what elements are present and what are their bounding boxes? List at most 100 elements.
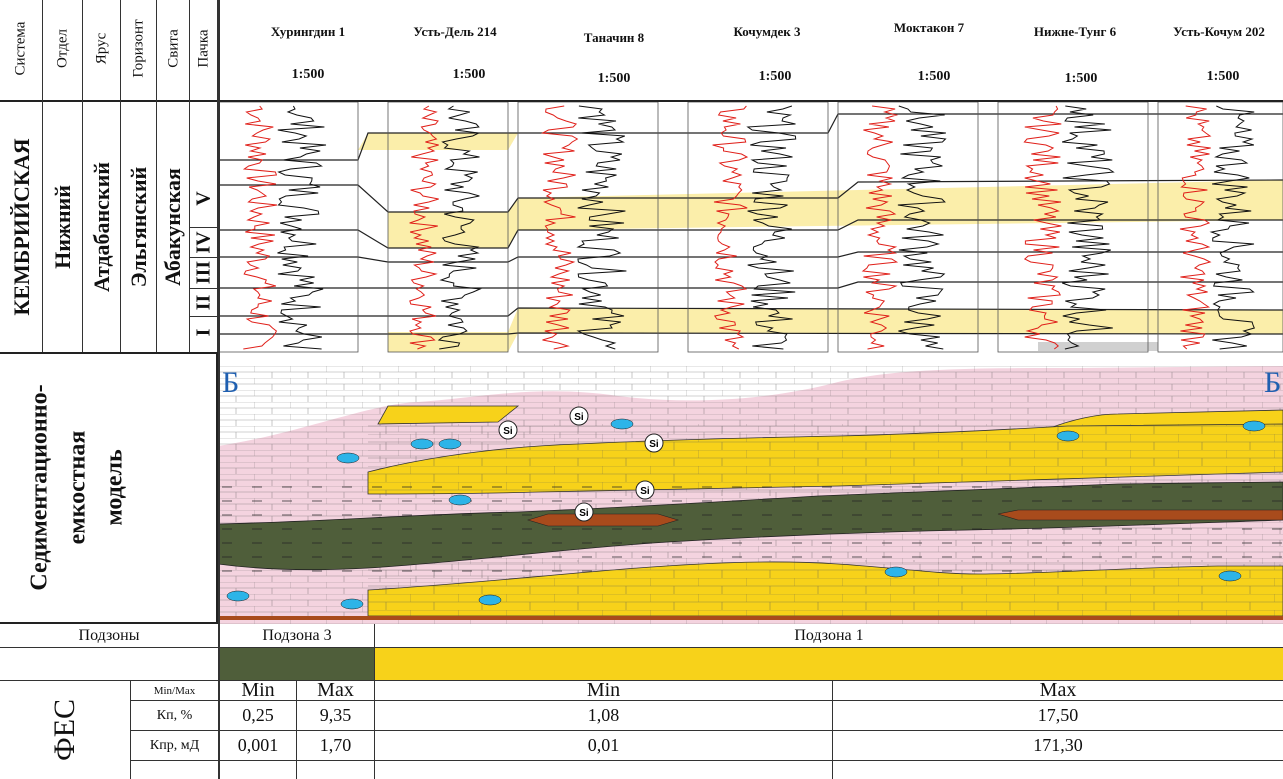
kp-z3-min: 0,25 xyxy=(242,705,274,725)
blue-nodule xyxy=(1242,420,1266,432)
header-pachka: Пачка xyxy=(195,29,212,68)
brown-lens-1 xyxy=(526,513,680,527)
strat-yarus: Атдабанский xyxy=(89,162,114,292)
svg-text:Si: Si xyxy=(640,486,650,497)
well-name-2: Усть-Дель 214 xyxy=(413,24,497,39)
well-scale-6: 1:500 xyxy=(1064,71,1098,86)
log-yellow-zone-v xyxy=(388,180,1283,248)
gamma-log-curve xyxy=(242,105,278,350)
section-start-label: Б xyxy=(222,366,239,399)
si-marker: Si xyxy=(644,433,664,453)
log-grey-zone xyxy=(1038,342,1158,351)
well-scale-2: 1:500 xyxy=(452,67,486,82)
blue-nodule xyxy=(884,566,908,578)
subzone3-label: Подзона 3 xyxy=(262,626,332,644)
header-sistema: Система xyxy=(12,21,29,76)
subzone3-color-bar xyxy=(220,648,374,680)
fes-table: Подзоны Подзона 3 Подзона 1 ФЕС Min/Max … xyxy=(0,624,1283,779)
si-marker: Si xyxy=(569,406,589,426)
fes-title: ФЕС xyxy=(48,698,81,761)
blue-nodule xyxy=(1218,570,1242,582)
header-svita: Свита xyxy=(165,29,182,68)
kp-z1-max: 17,50 xyxy=(1037,705,1079,725)
header-otdel: Отдел xyxy=(54,29,71,68)
strat-header: Система Отдел Ярус Горизонт Свита Пачка xyxy=(0,0,218,102)
z3-min-header: Min xyxy=(241,679,275,701)
z3-max-header: Max xyxy=(317,679,354,701)
base-stripe xyxy=(218,616,1283,620)
resistivity-log-curve xyxy=(897,105,947,350)
strat-svita: Абакунская xyxy=(160,168,185,286)
svg-text:Si: Si xyxy=(574,412,584,423)
model-title-line-2: емкостная xyxy=(64,430,91,545)
blue-nodule xyxy=(478,594,502,606)
log-yellow-zone-iii xyxy=(388,308,1283,352)
resistivity-log-curve xyxy=(746,105,797,350)
gamma-log-curve xyxy=(1023,105,1062,350)
log-curves xyxy=(242,105,1255,350)
well-header-row: Хурингдин 1 1:500 Усть-Дель 214 1:500 Та… xyxy=(218,0,1283,102)
section-end-label: Б xyxy=(1264,366,1281,399)
model-label-cell: Седиментационно- емкостная модель xyxy=(0,354,218,624)
well-name-3: Таначин 8 xyxy=(583,30,645,45)
well-name-4: Кочумдек 3 xyxy=(733,24,801,39)
header-gorizont: Горизонт xyxy=(130,19,147,78)
kpr-z3-min: 0,001 xyxy=(237,735,279,755)
well-name-5: Моктакон 7 xyxy=(893,20,965,35)
kpr-z3-max: 1,70 xyxy=(319,735,352,755)
gamma-log-curve xyxy=(1179,105,1212,350)
kpr-z1-max: 171,30 xyxy=(1033,735,1083,755)
resistivity-log-curve xyxy=(437,105,482,350)
blue-nodule xyxy=(1056,430,1080,442)
kpr-z1-min: 0,01 xyxy=(587,735,620,755)
subzones-label: Подзоны xyxy=(78,626,140,644)
well-name-7: Усть-Кочум 202 xyxy=(1173,24,1265,39)
well-scale-1: 1:500 xyxy=(291,67,325,82)
well-name-1: Хурингдин 1 xyxy=(270,24,346,39)
svg-text:Si: Si xyxy=(503,426,513,437)
subzone1-label: Подзона 1 xyxy=(794,626,864,644)
log-correlation-panel xyxy=(218,102,1283,353)
blue-nodule xyxy=(610,418,634,430)
z1-min-header: Min xyxy=(586,679,621,701)
strat-otdel: Нижний xyxy=(50,185,75,269)
well-scale-7: 1:500 xyxy=(1206,69,1240,84)
param-kpr: Кпр, мД xyxy=(149,737,200,753)
param-kp: Кп, % xyxy=(156,707,193,723)
model-title-line-3: модель xyxy=(101,449,128,526)
si-marker: Si xyxy=(635,480,655,500)
model-title-line-1: Седиментационно- xyxy=(26,384,53,591)
resistivity-log-curve xyxy=(1209,105,1255,350)
strat-sistema: КЕМБРИЙСКАЯ xyxy=(9,138,34,316)
green-pattern xyxy=(218,482,1283,572)
strat-gorizont: Эльгянский xyxy=(126,166,151,288)
blue-nodule xyxy=(410,438,434,450)
blue-nodule xyxy=(448,494,472,506)
si-marker: Si xyxy=(574,502,594,522)
gamma-log-curve xyxy=(712,105,749,350)
resistivity-log-curve xyxy=(576,105,627,350)
svg-text:Si: Si xyxy=(649,439,659,450)
pack-I: I xyxy=(192,328,215,337)
minmax-label: Min/Max xyxy=(153,684,196,697)
resistivity-log-curve xyxy=(1061,105,1115,350)
log-yellow-zone-top xyxy=(358,133,518,150)
well-name-6: Нижне-Тунг 6 xyxy=(1033,24,1117,39)
well-scale-3: 1:500 xyxy=(597,71,631,86)
si-marker: Si xyxy=(498,420,518,440)
yellow-pattern-low xyxy=(368,560,1283,616)
blue-nodule xyxy=(226,590,250,602)
well-scale-5: 1:500 xyxy=(917,69,951,84)
pack-V: V xyxy=(192,191,215,206)
resistivity-log-curve xyxy=(277,105,327,350)
blue-nodule xyxy=(438,438,462,450)
kp-z1-min: 1,08 xyxy=(587,705,620,725)
kp-z3-max: 9,35 xyxy=(319,705,352,725)
well-tracks xyxy=(218,102,1283,353)
sedimentation-model: Si Si Si Si Si Б Б xyxy=(218,366,1283,624)
z1-max-header: Max xyxy=(1039,679,1077,701)
strat-column: КЕМБРИЙСКАЯ Нижний Атдабанский Эльгянски… xyxy=(0,102,218,354)
svg-text:Si: Si xyxy=(579,508,589,519)
gamma-log-curve xyxy=(861,105,899,350)
